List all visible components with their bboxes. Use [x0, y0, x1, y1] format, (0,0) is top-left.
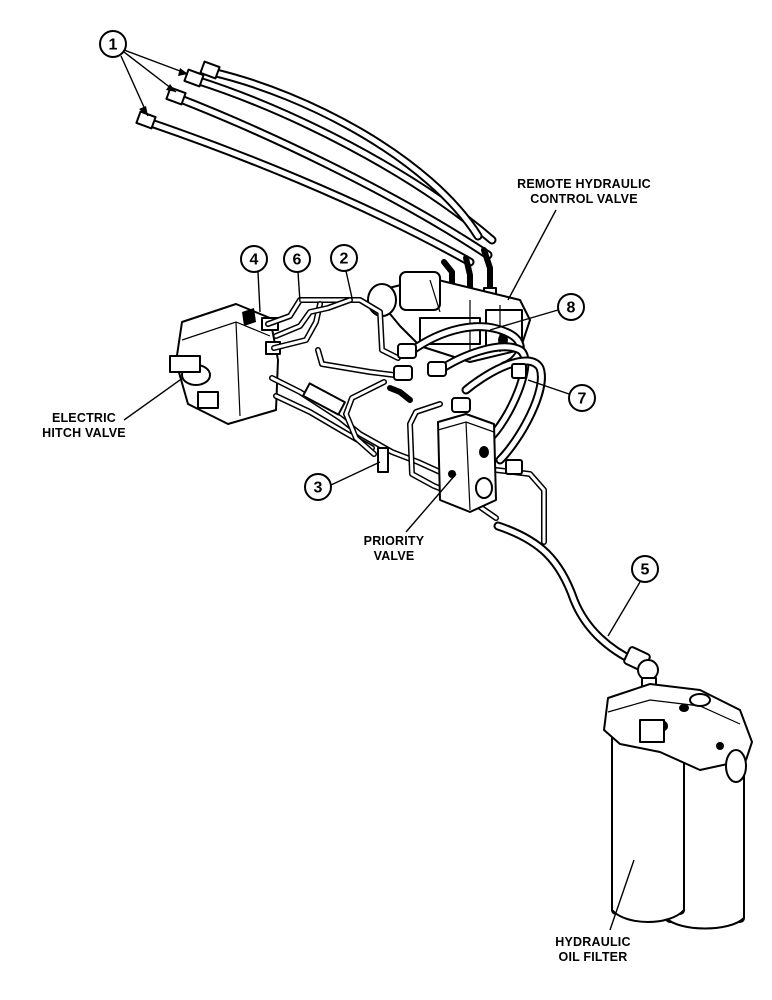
hitch-valve-label-line2: HITCH VALVE — [42, 426, 126, 440]
callout-5: 5 — [607, 555, 659, 637]
callout-2-number: 2 — [340, 251, 349, 268]
callout-3-number: 3 — [314, 480, 323, 497]
label-electric-hitch-valve: ELECTRIC HITCH VALVE — [42, 379, 181, 440]
label-remote-hydraulic-control-valve: REMOTE HYDRAULIC CONTROL VALVE — [507, 177, 651, 301]
callout-4-number: 4 — [250, 252, 259, 269]
hoses-7-8 — [393, 322, 546, 475]
priority-valve-label-line2: VALVE — [374, 549, 415, 563]
callout-7-number: 7 — [578, 391, 587, 408]
priority-valve — [437, 413, 497, 513]
hydraulic-oil-filter — [603, 683, 753, 930]
filter-hose — [493, 521, 659, 693]
remote-valve-label-line1: REMOTE HYDRAULIC — [517, 177, 651, 191]
callout-4: 4 — [240, 245, 268, 313]
callout-2: 2 — [330, 244, 358, 299]
electric-hitch-valve — [169, 303, 281, 425]
callout-6: 6 — [283, 245, 311, 303]
remote-valve-label-line2: CONTROL VALVE — [530, 192, 637, 206]
callout-1-number: 1 — [109, 37, 118, 54]
remote-valve-hoses — [135, 60, 497, 307]
oil-filter-label-line2: OIL FILTER — [559, 950, 628, 964]
callout-7: 7 — [527, 379, 596, 412]
callout-5-number: 5 — [641, 562, 650, 579]
priority-valve-label-line1: PRIORITY — [364, 534, 425, 548]
label-priority-valve: PRIORITY VALVE — [364, 473, 457, 563]
callout-8: 8 — [489, 293, 585, 331]
callout-8-number: 8 — [567, 300, 576, 317]
callout-6-number: 6 — [293, 252, 302, 269]
oil-filter-label-line1: HYDRAULIC — [555, 935, 630, 949]
label-hydraulic-oil-filter: HYDRAULIC OIL FILTER — [555, 859, 635, 964]
callout-1: 1 — [99, 30, 189, 117]
hitch-valve-label-line1: ELECTRIC — [52, 411, 116, 425]
callout-3: 3 — [304, 461, 381, 501]
hitch-valve-tubes — [265, 297, 405, 379]
